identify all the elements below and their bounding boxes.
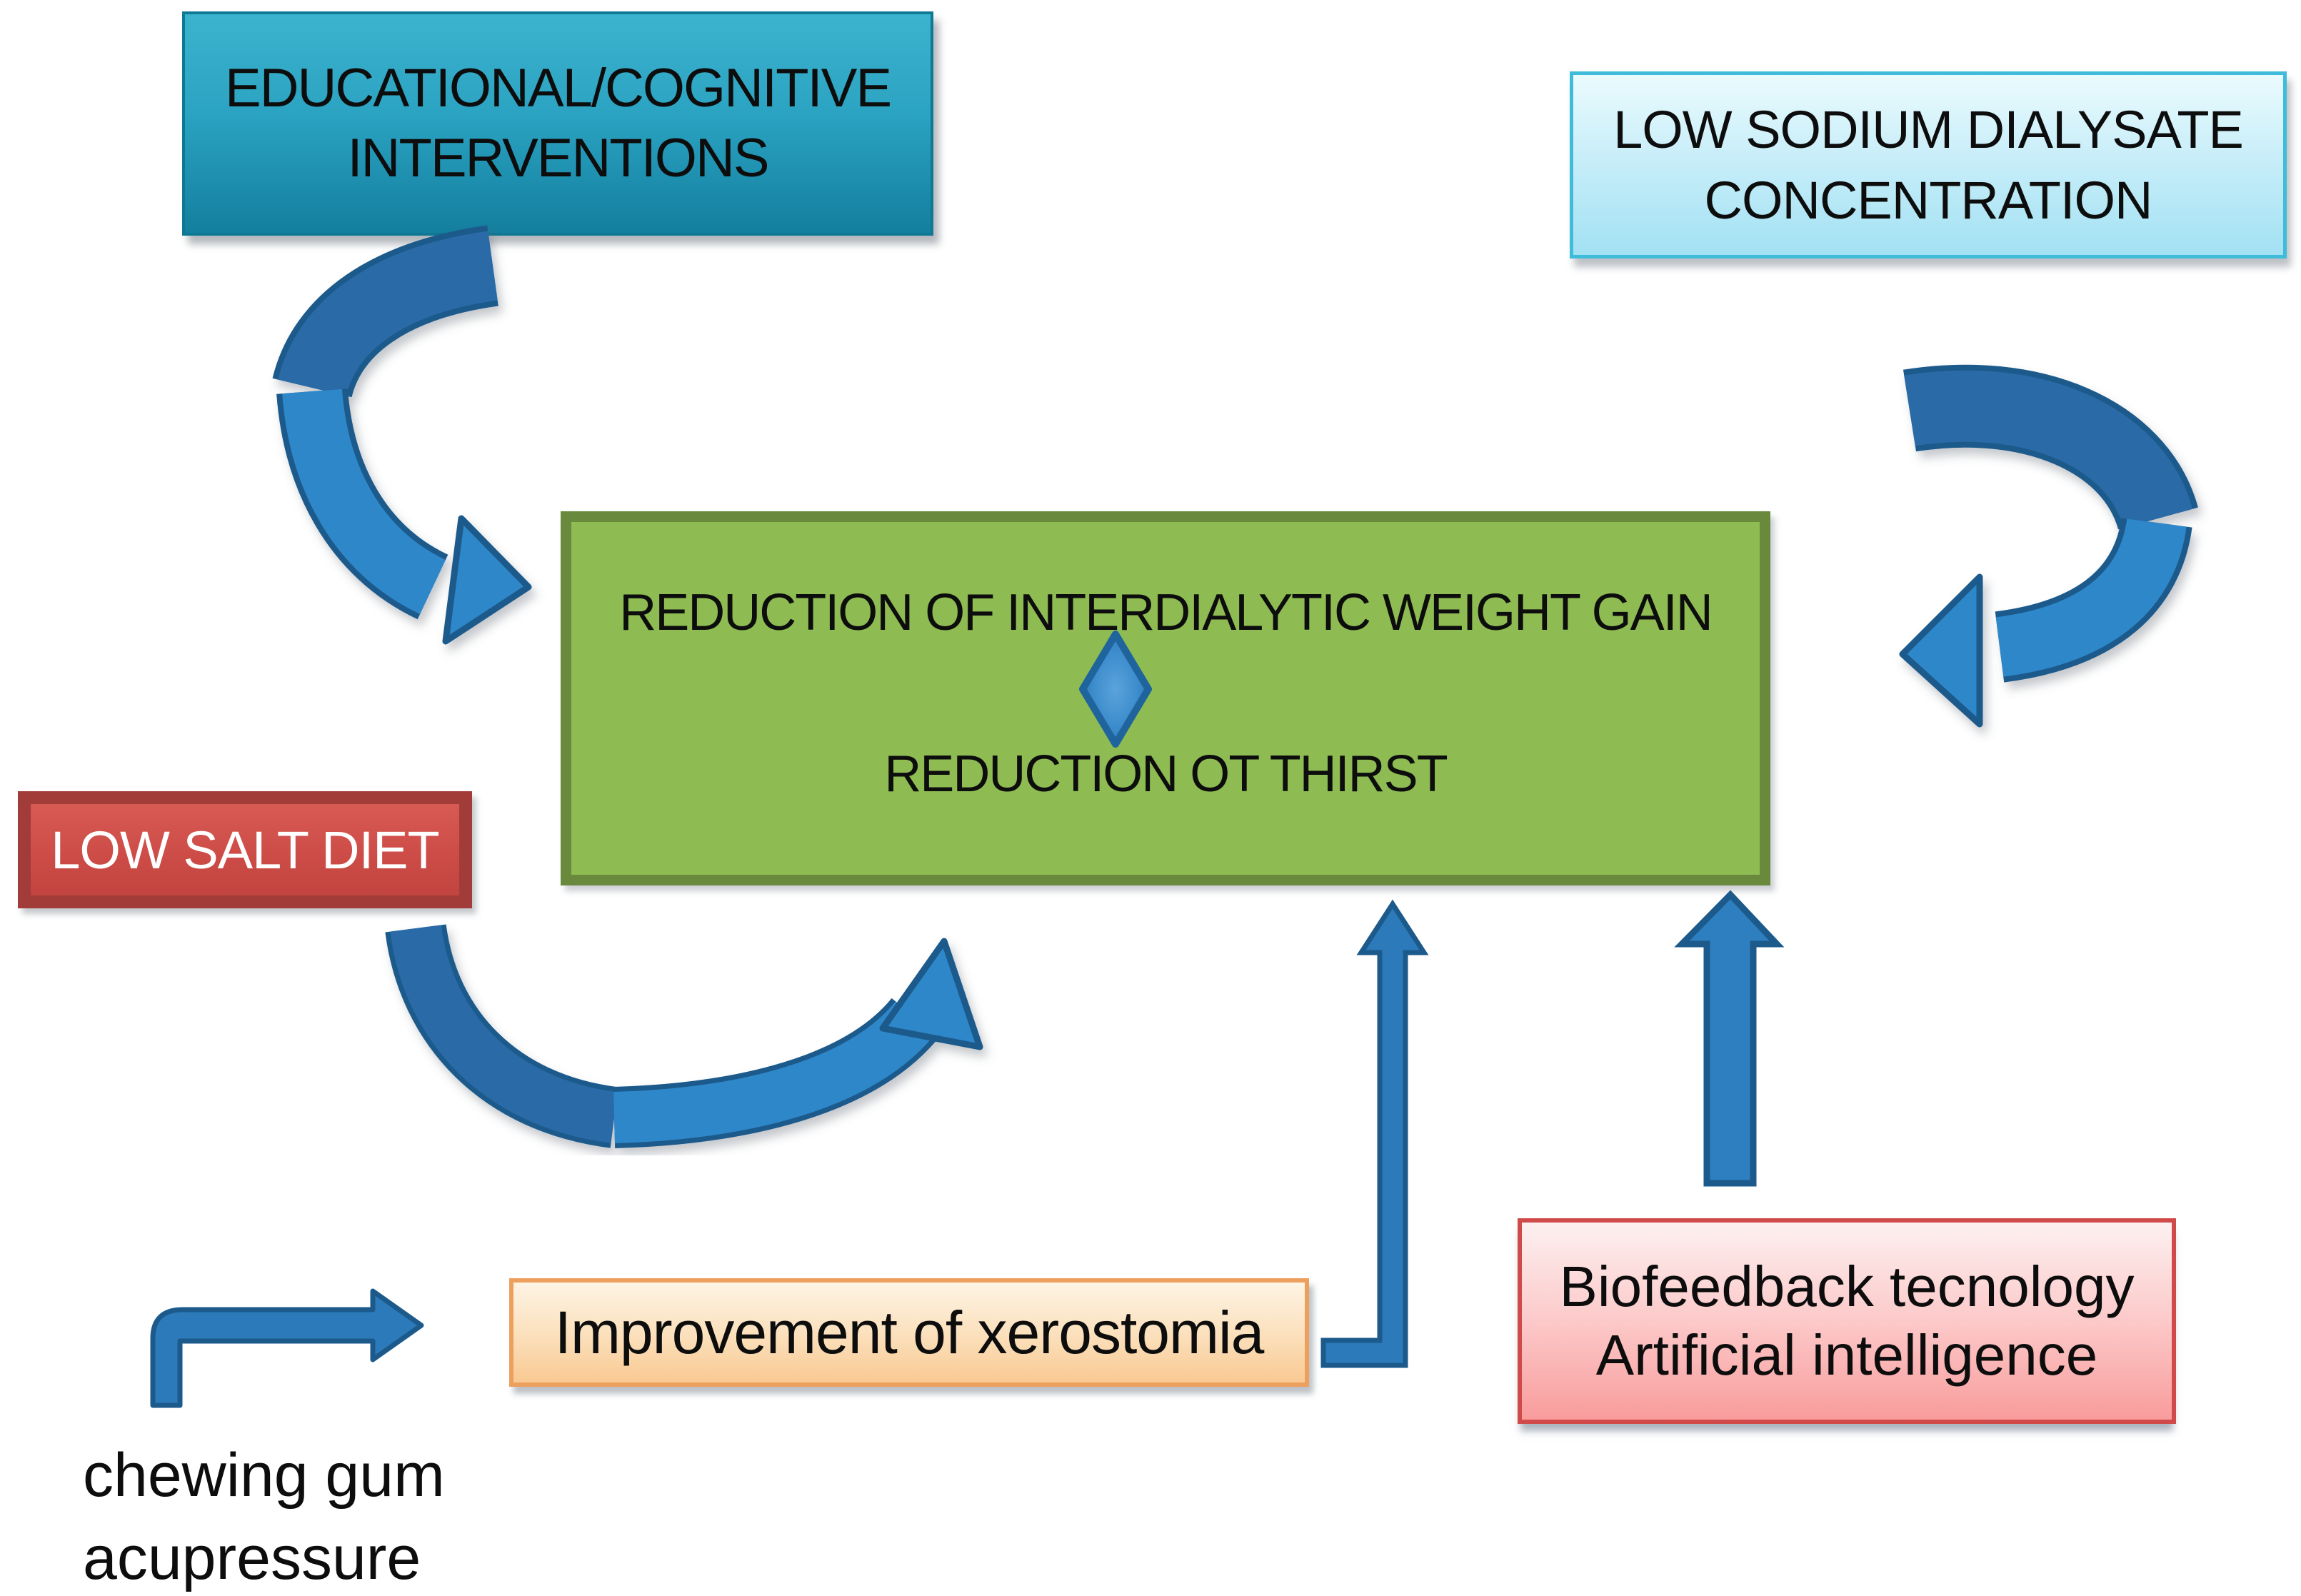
node-label-line: Biofeedback tecnology	[1559, 1255, 2135, 1318]
arrow-low-salt-to-outcome	[385, 923, 983, 1148]
arrow-educational-to-outcome	[272, 225, 532, 645]
arrow-band-dark	[278, 231, 498, 398]
arrow-band-dark	[390, 924, 618, 1143]
arrow-band-outline	[272, 225, 499, 399]
node-label-line: REDUCTION OF INTERDIALYTIC WEIGHT GAIN	[619, 584, 1713, 641]
node-low-sodium-dialysate: LOW SODIUM DIALYSATE CONCENTRATION	[1570, 71, 2287, 259]
node-label-line: chewing gum	[83, 1441, 445, 1510]
node-biofeedback-ai: Biofeedback tecnology Artificial intelli…	[1518, 1218, 2176, 1424]
arrow-band-outline	[385, 923, 618, 1148]
node-label-line: Artificial intelligence	[1595, 1323, 2098, 1387]
node-educational-cognitive-interventions: EDUCATIONAL/COGNITIVE INTERVENTIONS	[182, 11, 933, 236]
arrow-band-light	[282, 388, 446, 614]
arrow-low-sodium-to-outcome	[1899, 364, 2198, 728]
arrow-elbow-small	[150, 1288, 424, 1408]
arrow-band-outline	[1995, 516, 2192, 683]
node-label-line: Improvement of xerostomia	[554, 1298, 1265, 1366]
node-label-line: acupressure	[83, 1524, 421, 1592]
arrowhead	[442, 515, 532, 645]
arrow-band-outline	[613, 997, 940, 1148]
node-outcome-reduction: REDUCTION OF INTERDIALYTIC WEIGHT GAIN R…	[561, 511, 1770, 885]
arrow-band-dark	[1904, 370, 2193, 530]
arrow-straight-thick	[1674, 890, 1785, 1187]
arrow-biofeedback-to-outcome	[1674, 890, 1785, 1187]
arrow-band-outline	[1903, 364, 2198, 531]
node-label-line: REDUCTION OT THIRST	[884, 746, 1448, 803]
arrow-xerostomia-to-outcome	[1320, 899, 1429, 1368]
node-label-line: LOW SODIUM DIALYSATE	[1613, 100, 2244, 159]
node-chewing-gum-acupressure: chewing gum acupressure	[83, 1434, 626, 1592]
node-label-line: EDUCATIONAL/COGNITIVE	[224, 58, 892, 119]
node-label-line: CONCENTRATION	[1704, 171, 2153, 230]
node-improvement-of-xerostomia: Improvement of xerostomia	[509, 1278, 1309, 1387]
node-low-salt-diet: LOW SALT DIET	[18, 791, 472, 908]
arrow-band-light	[1995, 518, 2187, 677]
arrowhead	[1899, 573, 1983, 728]
arrow-band-outline	[276, 388, 449, 620]
arrow-band-light	[613, 1000, 936, 1143]
arrow-elbow-thin	[1320, 899, 1429, 1368]
node-label-line: LOW SALT DIET	[51, 820, 439, 880]
arrowhead	[879, 938, 983, 1050]
node-label-line: INTERVENTIONS	[347, 128, 769, 189]
arrow-adjuncts-to-xerostomia	[150, 1288, 424, 1408]
